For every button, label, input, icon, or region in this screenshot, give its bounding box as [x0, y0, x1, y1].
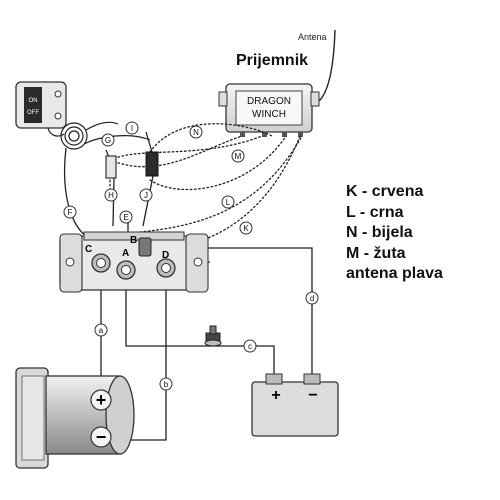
battery-isolator: [204, 325, 222, 347]
terminal-label-a: A: [122, 248, 129, 259]
legend-item-m: M - žuta: [346, 244, 406, 262]
color-legend: K - crvena L - crna N - bijela M - žuta …: [346, 182, 443, 285]
receiver-title: Prijemnik: [236, 52, 309, 69]
wire-label-n: N: [193, 128, 199, 137]
wire-label-b: b: [164, 380, 169, 389]
motor-plus-sign: +: [96, 390, 107, 410]
inline-connectors: [105, 151, 159, 179]
wire-label-markers: [63, 121, 319, 391]
wire-label-e: E: [123, 213, 128, 222]
motor-minus-sign: −: [96, 427, 107, 447]
antenna-label: Antena: [298, 32, 327, 42]
wire-label-d: d: [310, 294, 314, 303]
legend-item-k: K - crvena: [346, 183, 424, 200]
wire-label-m: M: [235, 152, 242, 161]
wire-label-f: F: [68, 208, 73, 217]
wire-label-a: a: [99, 326, 104, 335]
battery-plus-sign: +: [271, 387, 280, 404]
antenna-wire: [317, 29, 336, 103]
rocker-switch[interactable]: [15, 81, 67, 129]
dotted-wires: [109, 123, 303, 251]
wire-label-k: K: [243, 224, 249, 233]
wire-label-j: J: [144, 191, 148, 200]
terminal-label-b: B: [130, 235, 137, 246]
battery: [251, 373, 339, 437]
wire-label-c: c: [248, 342, 252, 351]
legend-item-antenna: antena plava: [346, 265, 443, 282]
battery-minus-sign: −: [308, 387, 317, 404]
receiver-box: [218, 83, 320, 137]
coiled-wire: [47, 121, 151, 150]
receiver-brand-line2: WINCH: [252, 109, 286, 120]
solenoid-pack: [59, 231, 209, 293]
winch-motor: [15, 367, 135, 469]
wire-label-g: G: [105, 136, 111, 145]
legend-item-l: L - crna: [346, 203, 404, 221]
legend-item-n: N - bijela: [346, 224, 413, 241]
terminal-label-d: D: [162, 250, 169, 261]
wire-label-i: I: [131, 124, 133, 133]
switch-off-label: OFF: [27, 110, 39, 116]
switch-on-label: ON: [29, 98, 38, 104]
receiver-brand-line1: DRAGON: [247, 96, 291, 107]
wire-label-h: H: [108, 191, 114, 200]
terminal-label-c: C: [85, 244, 92, 255]
wire-label-l: L: [226, 198, 231, 207]
